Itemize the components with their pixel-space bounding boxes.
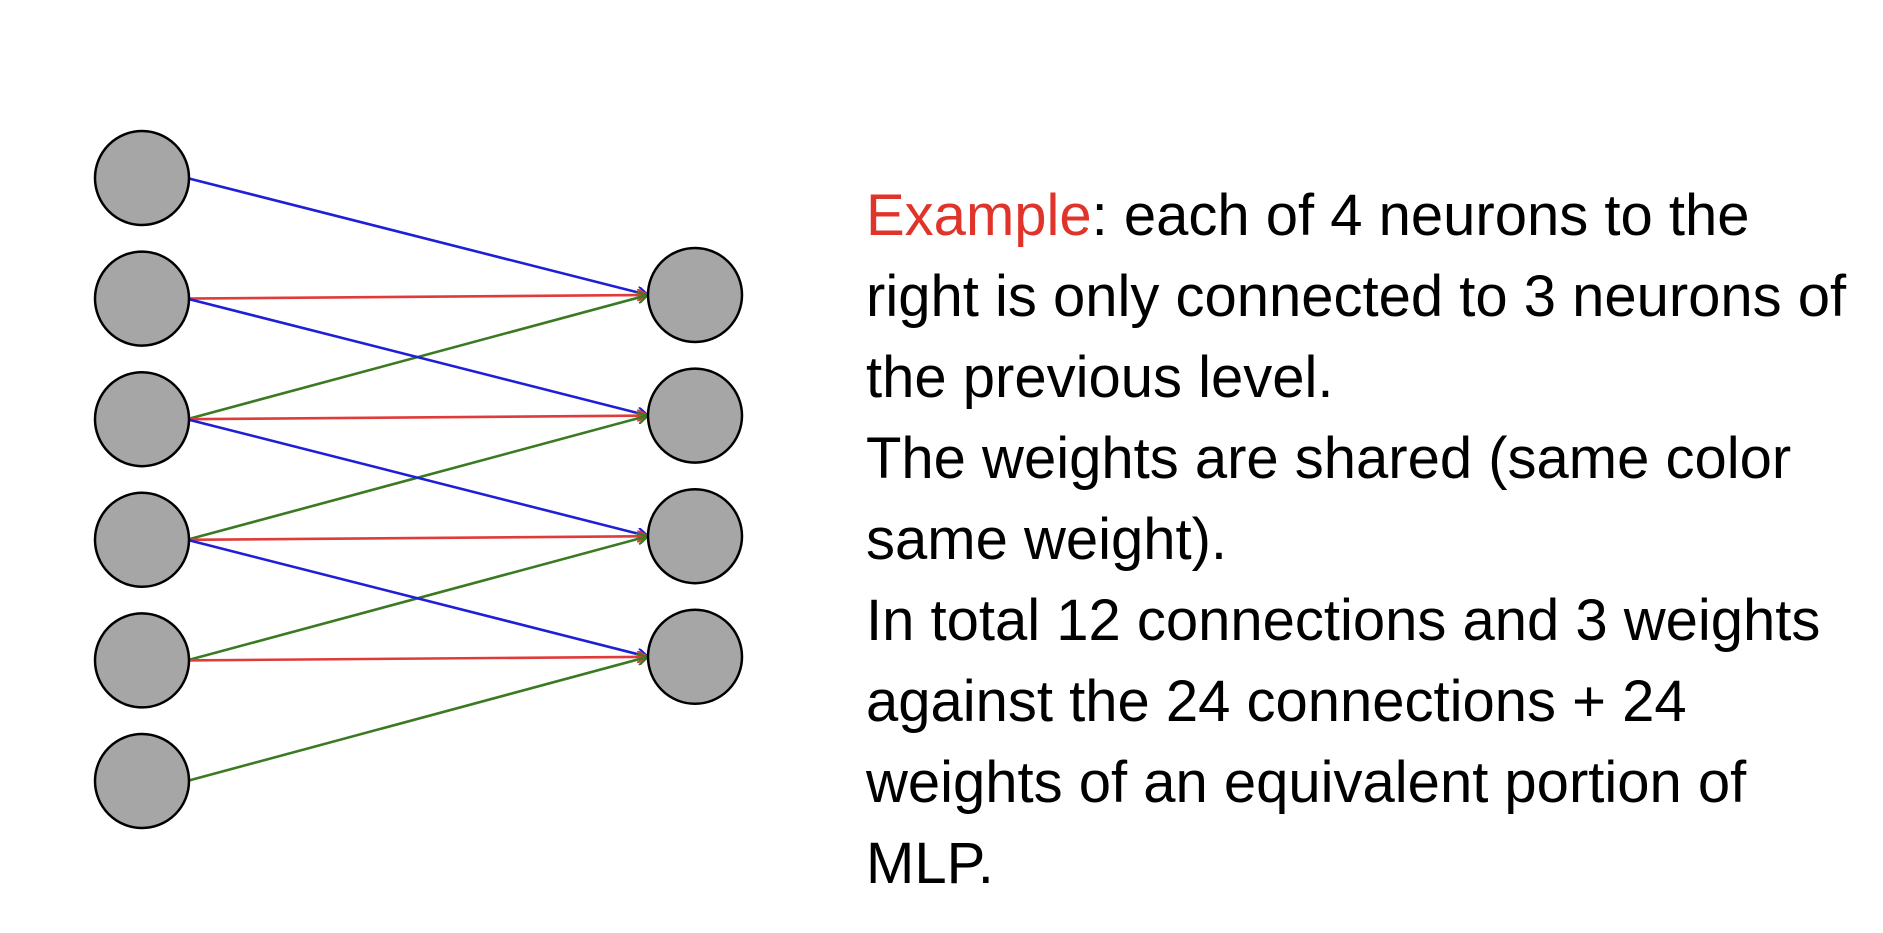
paragraph-weights-shared: The weights are shared (same color same … (866, 426, 1792, 572)
connection-weight-0 (186, 176, 648, 295)
example-highlight: Example (866, 183, 1092, 248)
paragraph-totals: In total 12 connections and 3 weights ag… (866, 588, 1821, 896)
connection-weight-2 (186, 657, 648, 783)
paragraph-example: Example: each of 4 neurons to the right … (866, 175, 1866, 418)
connection-weight-1 (186, 295, 648, 299)
connection-weight-1 (186, 536, 648, 540)
paragraph-example-rest: : each of 4 neurons to the right is only… (866, 183, 1847, 410)
connection-weight-0 (186, 297, 648, 416)
input-neuron (93, 129, 191, 227)
connection-weight-1 (186, 657, 648, 661)
input-neuron (93, 491, 191, 589)
connection-weight-1 (186, 416, 648, 420)
output-neuron (646, 367, 744, 464)
output-neuron (646, 246, 744, 344)
output-neuron (646, 608, 744, 706)
connection-weight-0 (186, 417, 648, 536)
explanation-text: Example: each of 4 neurons to the right … (866, 175, 1866, 904)
input-neuron (93, 612, 191, 709)
output-layer (646, 246, 744, 706)
input-neuron (93, 370, 191, 468)
input-layer (93, 129, 191, 830)
convolution-weight-sharing-diagram (93, 129, 744, 830)
input-neuron (93, 732, 191, 830)
input-neuron (93, 250, 191, 347)
output-neuron (646, 487, 744, 585)
connection-weight-0 (186, 538, 648, 657)
connections-layer (186, 176, 648, 783)
